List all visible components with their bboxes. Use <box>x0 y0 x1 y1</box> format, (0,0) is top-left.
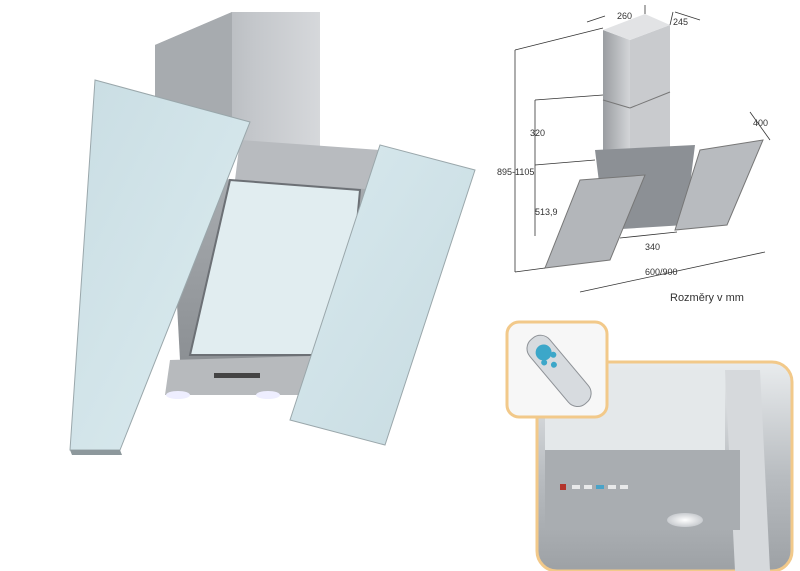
dim-245: 245 <box>673 17 688 27</box>
control-button[interactable] <box>596 485 604 489</box>
dimensions-caption: Rozměry v mm <box>670 292 744 304</box>
dim-340: 340 <box>645 242 660 252</box>
remote-control <box>526 334 592 408</box>
control-button[interactable] <box>620 485 628 489</box>
power-button[interactable] <box>560 484 566 490</box>
dim-600-900: 600/900 <box>645 267 678 277</box>
right-glass-panel <box>289 144 476 446</box>
lamp-icon <box>667 513 703 527</box>
control-panel <box>214 373 260 378</box>
dim-400: 400 <box>753 118 768 128</box>
control-button[interactable] <box>584 485 592 489</box>
dim-513-9: 513,9 <box>535 207 558 217</box>
dim-895-1105: 895-1105 <box>497 167 534 177</box>
control-button[interactable] <box>572 485 580 489</box>
dim-260: 260 <box>617 11 632 21</box>
control-button[interactable] <box>608 485 616 489</box>
hood-photo <box>0 0 480 470</box>
dimension-diagram: 260 245 320 895-1105 513,9 400 340 600/9… <box>495 0 800 300</box>
dim-320: 320 <box>530 128 545 138</box>
detail-photo <box>505 320 795 571</box>
